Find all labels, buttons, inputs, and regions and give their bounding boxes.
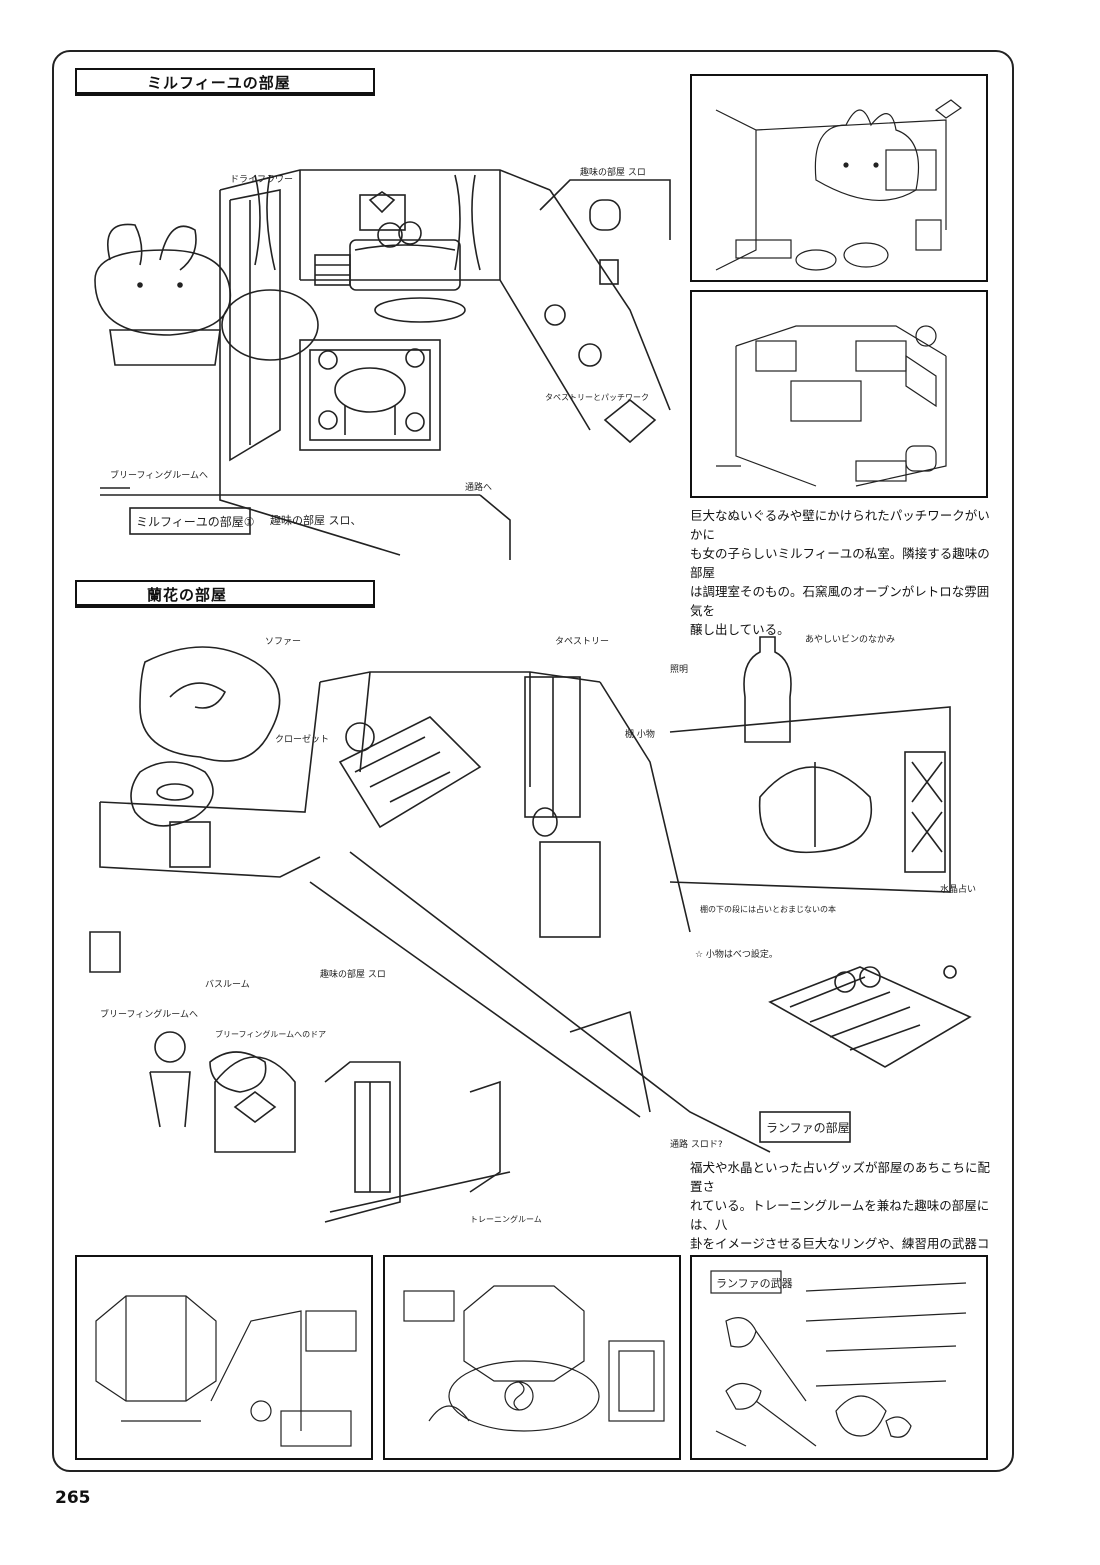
training-room-sketch-2 [383,1255,681,1460]
label-bath-room: バスルーム [205,979,250,990]
page-number: 265 [55,1488,91,1508]
milfeulle-room-sketch: ミルフィーユの部屋① 趣味の部屋 スロ、 ブリーフィングルームへ 通路へ ドライ… [94,166,671,560]
ranfa-room-sketch: ソファー クローゼット タペストリー 照明 棚 小物 バスルーム 趣味の部屋 ス… [89,634,976,1224]
label-shelf-items: 棚 小物 [625,728,655,740]
label-ranfa-weapons: ランファの武器 [716,1277,793,1290]
label-briefing-room-2: ブリーフィングルームへ [100,1008,198,1020]
caption-milfeulle: 巨大なぬいぐるみや壁にかけられたパッチワークがいかに も女の子らしいミルフィーユ… [690,508,990,637]
label-closet: クローゼット [275,733,329,745]
training-room-sketch-1 [75,1255,373,1460]
label-corridor-slot: 通路 スロド? [670,1138,723,1150]
label-lighting: 照明 [670,664,688,675]
label-hobby-room-slot-2: 趣味の部屋 スロ [320,968,386,980]
ranfa-weapons-sketch: ランファの武器 [690,1255,988,1460]
label-briefing-door: ブリーフィングルームへのドア [215,1029,326,1039]
milfeulle-sketch-thumb-2 [690,290,988,498]
page-frame [52,50,1014,1472]
label-briefing-room: ブリーフィングルームへ [110,469,208,481]
caption-ranfa: 福犬や水晶といった占いグッズが部屋のあちこちに配置さ れている。トレーニングルー… [690,1160,991,1289]
label-hobby-room-ref: 趣味の部屋 スロ、 [270,513,362,527]
label-milfeulle-room-1: ミルフィーユの部屋① [136,514,255,529]
label-hobby-room-slot: 趣味の部屋 スロ [580,166,646,178]
label-crystal-fortune: 水晶占い [940,883,976,895]
label-small-items: ☆ 小物はべつ設定。 [695,948,778,960]
milfeulle-sketch-thumb-1 [690,74,988,282]
label-training-room: トレーニングルーム [470,1214,542,1224]
label-fortune-books: 棚の下の段には占いとおまじないの本 [700,904,836,914]
label-tapestry: タペストリー [555,636,609,647]
label-sofa: ソファー [265,637,301,647]
section-title: ミルフィーユの部屋 [147,74,291,92]
label-mysterious-bottle: あやしいビンのなかみ [805,634,895,645]
label-ranfa-room: ランファの部屋 [766,1120,850,1135]
label-corridor: 通路へ [465,481,492,493]
section-header-ranfa: 蘭花の部屋 [75,580,375,608]
label-dry-flower: ドライフラワー [230,174,293,185]
label-tapestry-patchwork: タペストリーとパッチワーク [545,393,649,402]
section-header-milfeulle: ミルフィーユの部屋 [75,68,375,96]
section-title: 蘭花の部屋 [147,586,228,604]
